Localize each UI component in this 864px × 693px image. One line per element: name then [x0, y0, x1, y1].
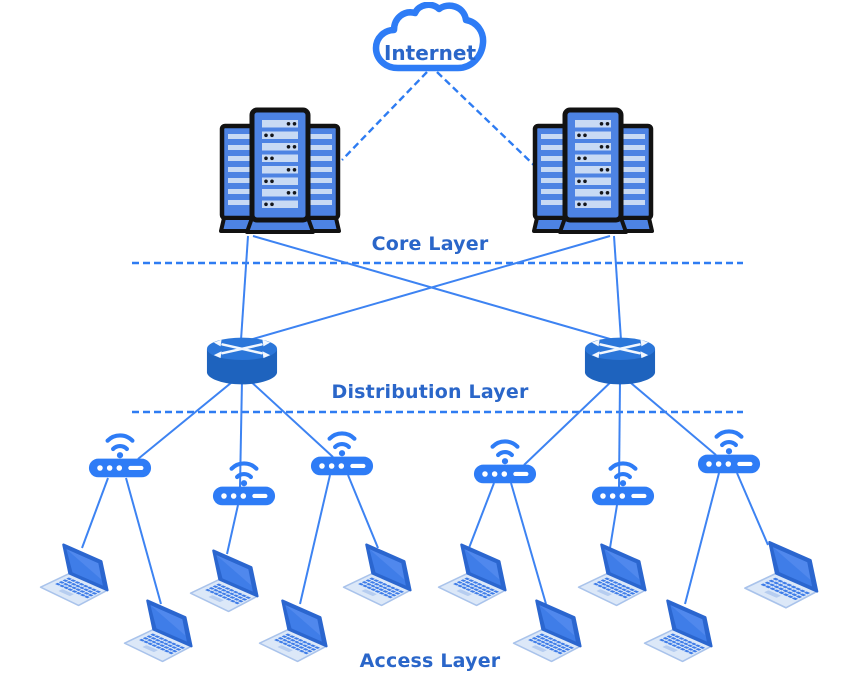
wireless-access-point-icon — [88, 420, 152, 478]
server-rack-icon — [531, 104, 655, 238]
laptop-icon — [434, 540, 510, 610]
access-point-1 — [88, 420, 152, 478]
edge-router2-ap5 — [618, 379, 621, 488]
edge-ap6-laptop10 — [736, 472, 769, 546]
laptop-9 — [640, 596, 716, 666]
wireless-access-point-icon — [591, 448, 655, 506]
server-rack-icon — [218, 104, 342, 238]
edge-router1-ap2 — [239, 379, 243, 488]
core-server-1 — [218, 104, 342, 238]
edge-cloud-server2 — [436, 71, 538, 169]
edge-server1-router1 — [240, 235, 249, 341]
core-layer-label: Core Layer — [371, 233, 489, 255]
distribution-layer-label: Distribution Layer — [331, 381, 529, 403]
edge-ap1-laptop1 — [81, 477, 109, 549]
core-server-2 — [531, 104, 655, 238]
router-icon — [205, 335, 279, 386]
edge-server1-router2 — [252, 235, 618, 342]
laptop-icon — [339, 540, 415, 610]
edge-ap3-laptop5 — [347, 474, 379, 549]
access-point-2 — [212, 448, 276, 506]
distribution-router-1 — [205, 335, 279, 386]
edge-ap4-laptop6 — [468, 482, 495, 549]
wireless-access-point-icon — [473, 426, 537, 484]
laptop-10 — [740, 537, 822, 613]
edge-router2-ap6 — [624, 377, 717, 456]
edge-router1-ap1 — [137, 377, 238, 460]
edge-router1-ap3 — [246, 377, 334, 458]
access-point-4 — [473, 426, 537, 484]
laptop-3 — [186, 546, 262, 616]
wireless-access-point-icon — [212, 448, 276, 506]
laptop-icon — [36, 540, 112, 610]
laptop-8 — [574, 540, 650, 610]
internet-label: Internet — [383, 41, 477, 65]
edge-cloud-server1 — [341, 71, 428, 161]
access-point-3 — [310, 418, 374, 476]
edge-ap4-laptop7 — [510, 482, 547, 605]
laptop-icon — [740, 537, 822, 613]
access-layer-label: Access Layer — [359, 650, 501, 672]
wireless-access-point-icon — [310, 418, 374, 476]
internet-cloud-node — [372, 2, 488, 78]
access-point-5 — [591, 448, 655, 506]
edge-router2-ap4 — [523, 377, 616, 466]
edge-server2-router2 — [613, 235, 622, 341]
laptop-6 — [434, 540, 510, 610]
laptop-icon — [186, 546, 262, 616]
laptop-5 — [339, 540, 415, 610]
router-icon — [583, 335, 657, 386]
cloud-icon — [372, 2, 488, 78]
wireless-access-point-icon — [697, 416, 761, 474]
edge-ap2-laptop3 — [226, 504, 239, 555]
laptop-1 — [36, 540, 112, 610]
distribution-router-2 — [583, 335, 657, 386]
laptop-icon — [120, 596, 196, 666]
edge-ap1-laptop2 — [125, 477, 162, 605]
laptop-2 — [120, 596, 196, 666]
edge-ap5-laptop8 — [609, 504, 618, 549]
access-point-6 — [697, 416, 761, 474]
laptop-icon — [640, 596, 716, 666]
edge-server2-router1 — [245, 235, 611, 342]
edge-ap6-laptop9 — [684, 472, 720, 605]
edge-ap3-laptop4 — [299, 474, 331, 605]
laptop-icon — [574, 540, 650, 610]
